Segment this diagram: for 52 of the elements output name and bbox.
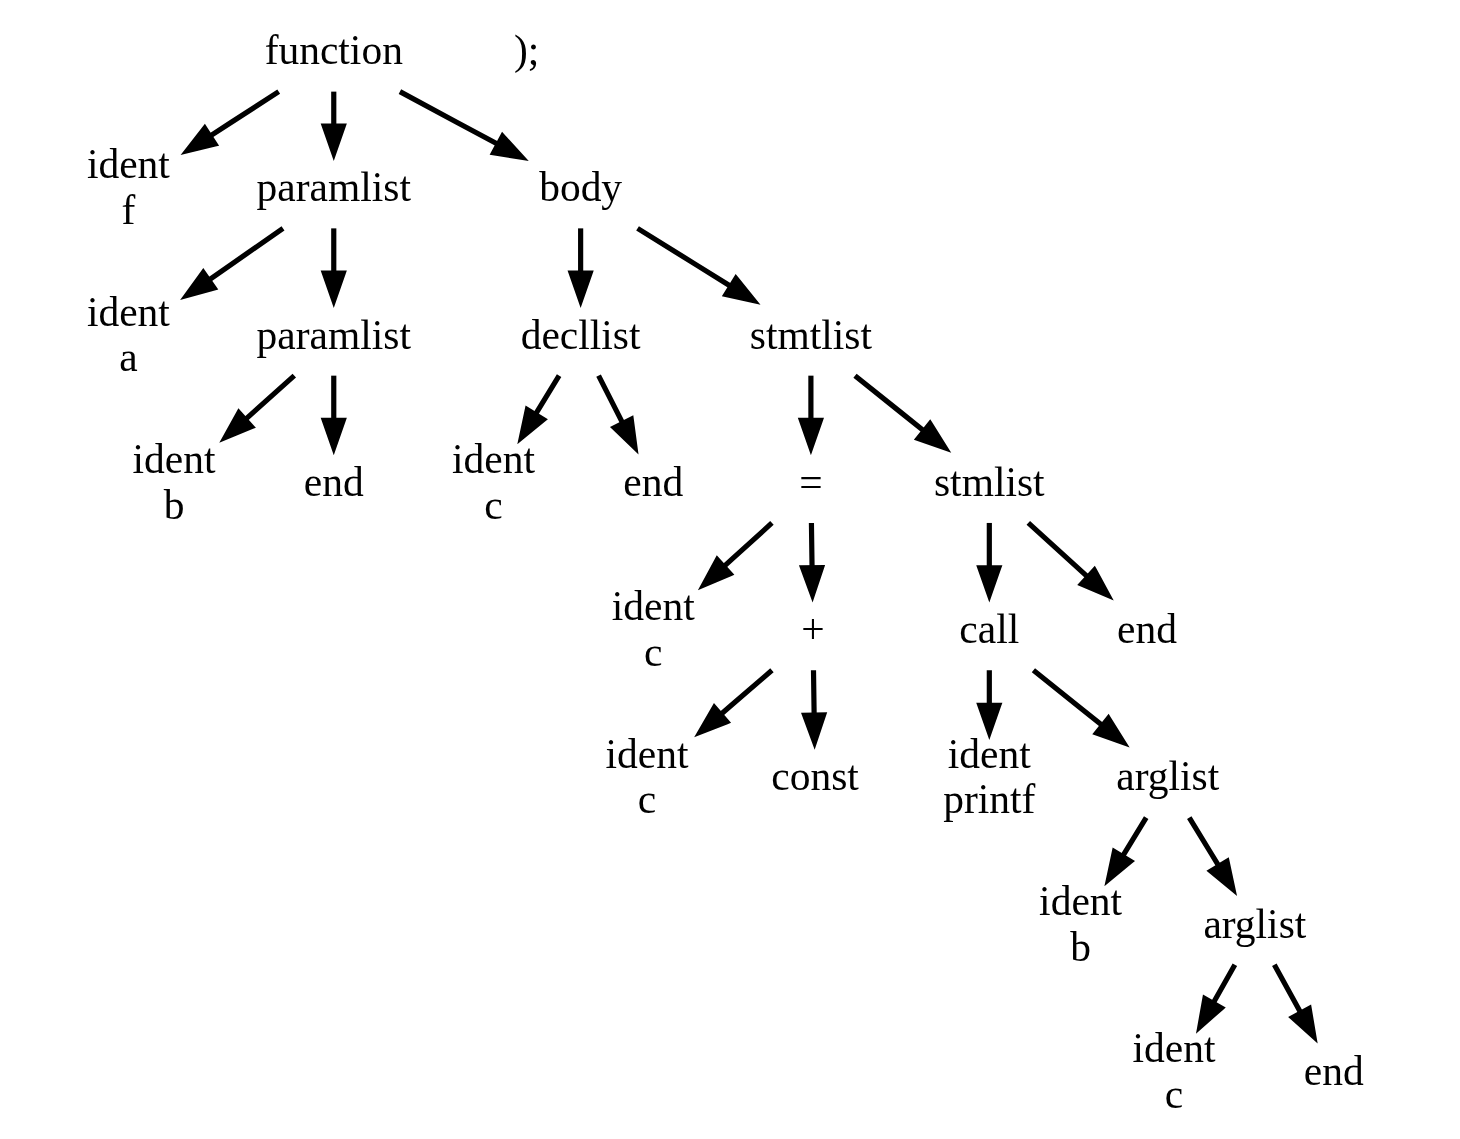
node-text: arglist <box>1203 900 1307 947</box>
node-text: end <box>303 458 364 505</box>
node-text: ident b <box>1039 877 1123 970</box>
arrow <box>1026 521 1114 601</box>
node-text: end <box>1117 606 1177 653</box>
arrow <box>697 521 774 591</box>
arrow <box>1195 963 1238 1034</box>
arrow <box>320 375 347 456</box>
arrow <box>976 522 1003 603</box>
node-text: ident c <box>452 436 535 528</box>
arrow <box>853 373 952 453</box>
arrow <box>1031 668 1130 748</box>
node-text: function <box>264 27 403 74</box>
node-text: stmlist <box>933 458 1045 505</box>
node-text: ident c <box>605 730 689 823</box>
arrow <box>219 373 296 443</box>
node-text: end <box>623 458 684 505</box>
node-text: ident printf <box>943 730 1036 823</box>
arrow <box>694 668 774 738</box>
arrow <box>797 375 824 456</box>
arrow <box>180 89 281 156</box>
node-text: ident a <box>86 288 170 381</box>
arrow <box>320 228 347 308</box>
node-text: + <box>801 606 825 653</box>
node-text: paramlist <box>256 311 411 358</box>
arrow <box>180 226 285 301</box>
node-text: ident b <box>132 436 216 528</box>
arrow <box>1187 816 1238 897</box>
node-text: end <box>1303 1048 1364 1095</box>
arrow <box>798 522 826 603</box>
arrow <box>596 374 639 455</box>
node-text: const <box>771 753 859 800</box>
arrow <box>801 670 828 750</box>
arrow <box>517 374 562 445</box>
node-text: ident f <box>86 141 170 234</box>
arrow <box>976 670 1003 741</box>
node-text: decllist <box>520 311 641 358</box>
arrow <box>636 226 761 305</box>
node-text: stmtlist <box>749 311 872 358</box>
node-text: ident c <box>1132 1025 1216 1117</box>
node-text: paramlist <box>256 164 411 211</box>
node-text: ident c <box>611 583 695 675</box>
arrow <box>567 228 594 308</box>
node-text: body <box>539 164 623 211</box>
arrow <box>1272 963 1318 1044</box>
arrow <box>398 89 529 161</box>
node-text: = <box>799 458 823 505</box>
arrow <box>1104 816 1149 887</box>
node-text: arglist <box>1116 753 1220 800</box>
label: ); <box>514 27 540 74</box>
arrow <box>320 91 347 161</box>
node-text: call <box>959 606 1020 653</box>
